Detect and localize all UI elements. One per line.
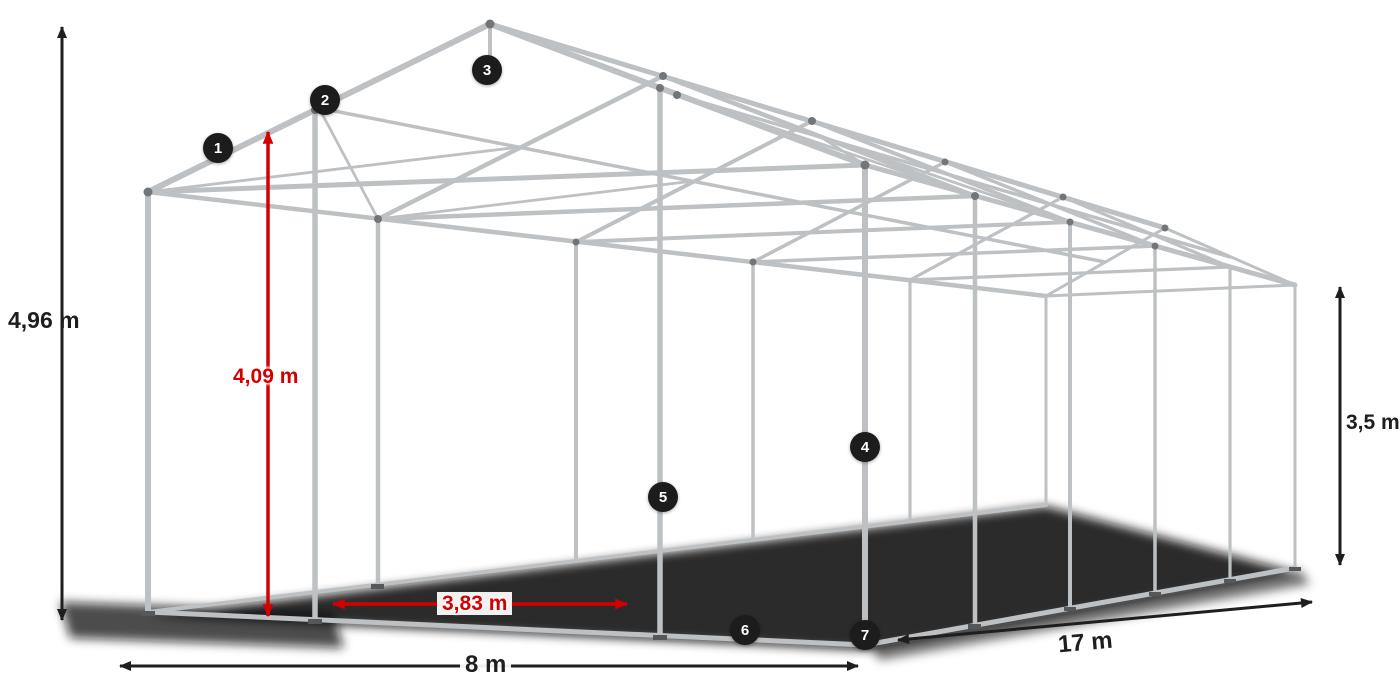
marker-4: 4 bbox=[850, 432, 880, 462]
width-label: 8 m bbox=[460, 651, 512, 679]
length-label: 17 m bbox=[1056, 626, 1114, 659]
marker-2: 2 bbox=[310, 85, 340, 115]
total-height-label: 4,96 m bbox=[8, 307, 80, 333]
marker-7: 7 bbox=[850, 620, 880, 650]
frame-joints bbox=[143, 19, 1169, 266]
marker-3: 3 bbox=[472, 55, 502, 85]
marker-6: 6 bbox=[730, 615, 760, 645]
passage-width-label: 3,83 m bbox=[437, 592, 513, 616]
marker-5: 5 bbox=[648, 482, 678, 512]
marker-1: 1 bbox=[203, 133, 233, 163]
clear-height-label: 4,09 m bbox=[233, 365, 299, 388]
side-height-label: 3,5 m bbox=[1346, 411, 1400, 434]
length-arrow bbox=[897, 598, 1313, 644]
